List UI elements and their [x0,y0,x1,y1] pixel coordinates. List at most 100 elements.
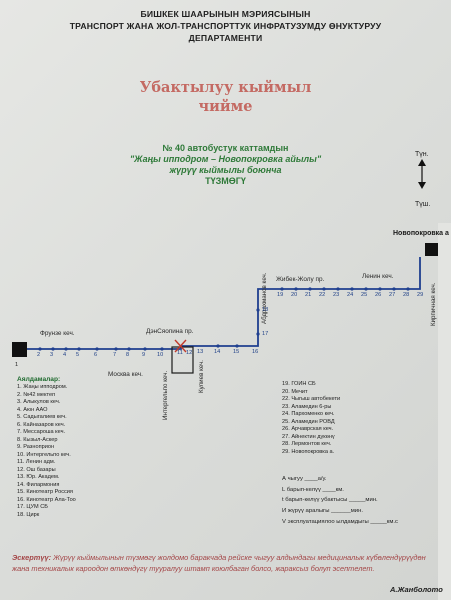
stop-list-item: 1. Жаңы ипподром. [17,384,68,390]
stop-number: 14 [214,349,221,355]
detour-loop [171,346,194,374]
stop-point [143,347,147,351]
stop-number: 16 [252,349,259,355]
param-round-trip-time: t барып-келүү убактысы _____мин. [282,497,378,504]
north-south-arrow-icon [418,159,426,189]
stop-point [64,347,68,351]
stop-number: 10 [157,352,164,358]
header-line-1: БИШКЕК ШААРЫНЫН МЭРИЯСЫНЫН [140,9,311,19]
stop-point [95,347,99,351]
stop-list-item: 17. ЦУМ СБ [17,504,48,510]
stop-number: 15 [233,349,240,355]
stop-point [350,287,354,291]
stop-number: 29 [417,292,424,298]
stop-list-item: 26. Арчаврская кеч. [282,426,334,432]
stop-list-right: 19. ГОИН СБ 20. Мечит 22. Чыгыш автобеке… [282,381,340,456]
stop-list-item: 22. Чыгыш автобекети [282,396,341,402]
stop-list-item: 11. Ленин адм. [17,459,56,465]
stop-list-item: 14. Филармония [17,481,60,488]
stop-point [160,347,164,351]
stop-point [378,287,382,291]
stop-list-item: 20. Мечит [282,388,308,395]
street-frunze: Фрунзе кеч. [40,330,75,337]
stop-number: 8 [126,352,130,358]
stop-list-item: 13. Юр. Академ. [17,474,60,480]
stop-list-item: 10. Интергельпо кеч. [17,451,71,458]
stop-number: 17 [262,331,269,337]
stop-point [308,287,312,291]
stop-number: 9 [142,352,146,358]
signature: А.Жанболото [390,585,443,594]
stop-point [216,344,220,348]
route-number: № 40 автобустук каттамдын [162,143,289,153]
stop-number: 7 [113,352,117,358]
stop-number: 18 [262,307,269,313]
stop-number: 19 [277,292,284,298]
route-line [27,257,421,350]
stop-list-item: 23. Аламедин 6-ры [282,403,332,410]
street-moscow: Москва кеч. [108,371,143,378]
stop-point [127,347,131,351]
footnote: Эскертүү: Жүрүү кыймылынын түзмөгү жолдо… [12,552,444,574]
stop-list-item: 29. Новопокровка а. [282,448,335,455]
street-kuliev: Кулиев кеч. [198,359,205,393]
north-label: Түн. [415,151,429,158]
stop-number: 12 [186,350,193,356]
stop-list-item: 15. Кинотеатр Россия [17,489,73,495]
stop-number: 20 [291,292,298,298]
stop-point [235,344,239,348]
stop-number: 24 [347,292,354,298]
street-intergel: Интергельпо кеч. [162,370,169,420]
stop-list-item: 18. Цирк [17,511,40,518]
param-interval: И жүрүү аралыгы ______мин. [282,508,363,515]
stop-point [256,308,260,312]
stop-list-item: 25. Аламедин РОВД [282,418,335,425]
legend-title: Аялдамалар: [17,376,61,383]
stop-number: 6 [94,352,98,358]
terminal-start-number: 1 [15,362,19,368]
param-departures: А чыгуу ____а/у. [282,476,327,482]
route-scheme-label: ТҮЗМӨГҮ [205,176,246,186]
stop-number: 5 [76,352,80,358]
param-speed: V эксплуатациялоо ылдамдыгы _____км.с [282,518,398,525]
stop-number: 25 [361,292,368,298]
stop-number: 4 [63,352,67,358]
stop-list-item: 8. Кызыл-Аскер [17,436,58,443]
street-kirpichnaya: Кирпичная кеч. [430,282,437,326]
stop-number: 22 [319,292,326,298]
stop-point [280,287,284,291]
stop-point [38,347,42,351]
stop-list-item: 5. Садыгалиев кеч. [17,414,67,420]
header-line-3: ДЕПАРТАМЕНТИ [188,33,263,43]
stop-number: 2 [37,352,41,358]
stop-list-item: 6. Кайназаров кеч. [17,421,66,428]
stop-number: 26 [375,292,382,298]
street-dzerzhinsky: ДэнСяопина пр. [146,328,194,335]
doc-title-line-1: Убактылуу кыймыл [139,79,312,96]
page-edge [438,223,451,600]
doc-title-line-2: чийме [198,98,253,115]
stop-point [406,287,410,291]
terminal-start [12,342,27,357]
stop-number: 11 [177,350,183,356]
stop-point [322,287,326,291]
stop-list-left: 1. Жаңы ипподром. 2. №42 мектеп 3. Алыку… [17,384,76,519]
header-line-2: ТРАНСПОРТ ЖАНА ЖОЛ-ТРАНСПОРТТУК ИНФРАТУЗ… [69,21,382,31]
stop-number: 23 [333,292,340,298]
terminal-end-label: Новопокровка а [393,230,449,237]
stop-point [294,287,298,291]
stop-point [51,347,55,351]
stop-number: 21 [305,292,312,298]
stop-point [256,332,260,336]
stop-list-item: 19. ГОИН СБ [282,381,316,387]
stop-point [336,287,340,291]
stop-list-item: 4. Аюн ААО [17,406,48,413]
route-name: "Жаңы ипподром – Новопокровка айылы" [129,154,322,164]
footnote-label: Эскертүү: [12,553,52,562]
stop-points [38,287,410,351]
terminal-end [425,243,438,256]
stop-list-item: 9. Разноприон [17,444,55,450]
stop-point [392,287,396,291]
stop-number: 13 [197,349,204,355]
